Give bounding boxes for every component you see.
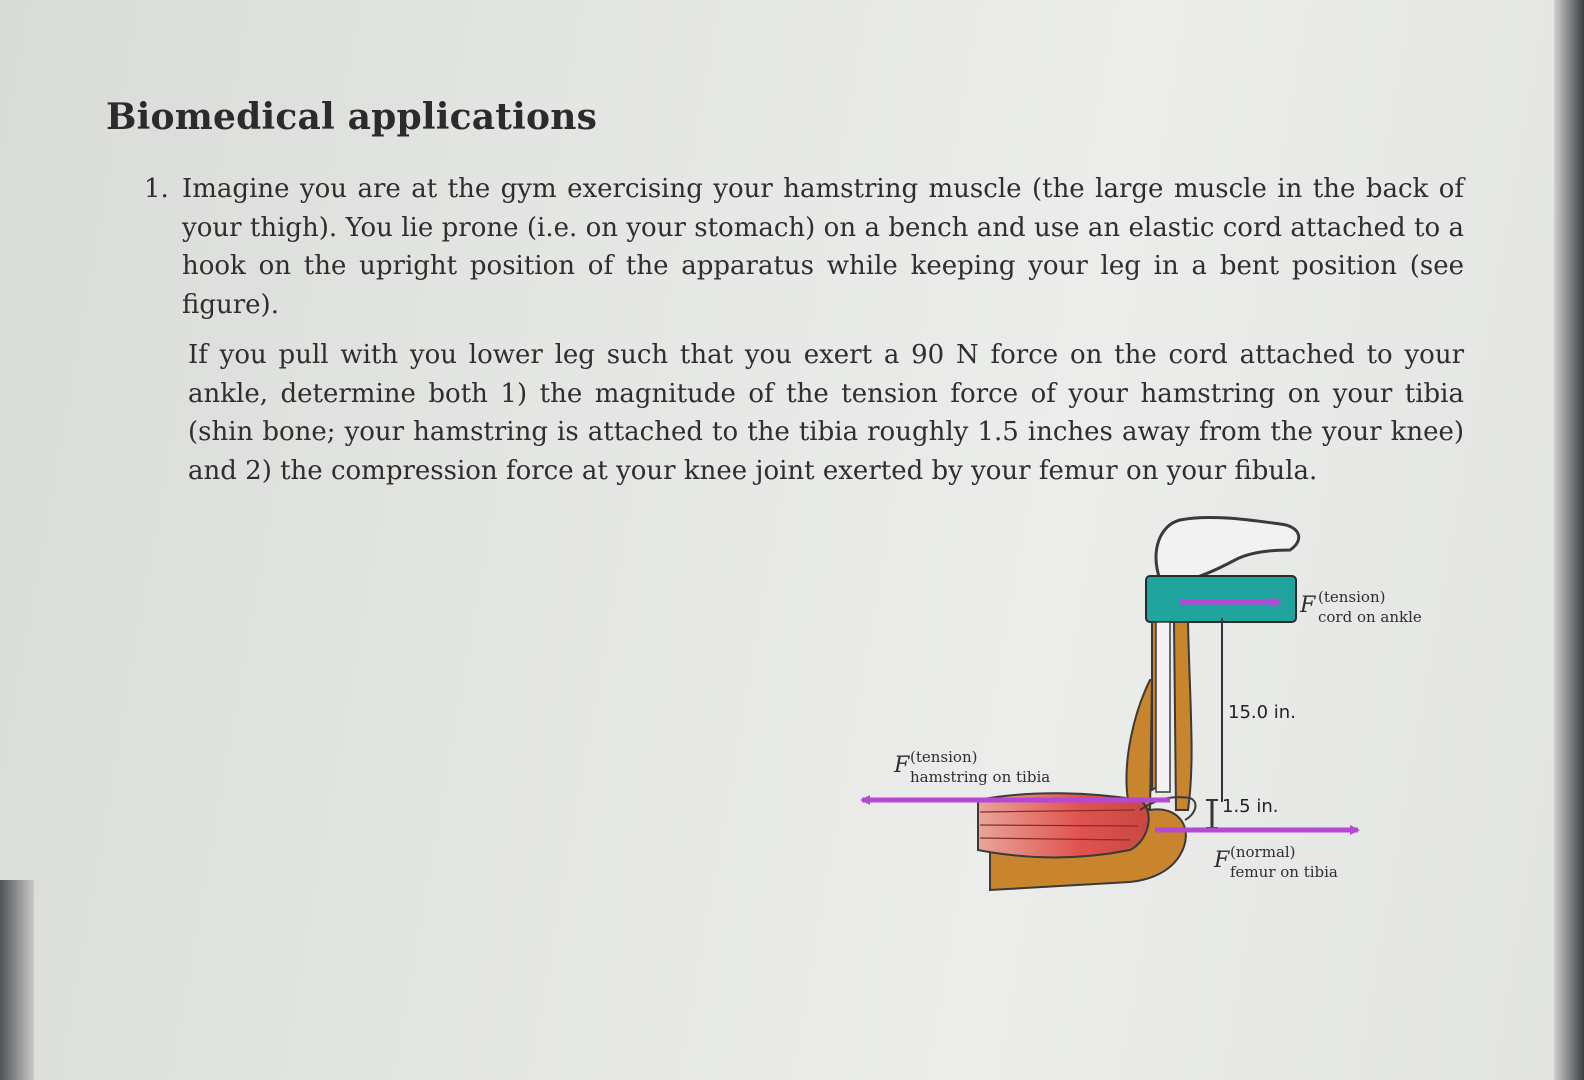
knee-tendon xyxy=(1139,796,1197,821)
long-distance-label: 15.0 in. xyxy=(1228,702,1296,723)
svg-text:cord on ankle: cord on ankle xyxy=(1318,608,1422,626)
svg-text:F: F xyxy=(1299,593,1316,618)
problem-1: 1. Imagine you are at the gym exercising… xyxy=(144,170,1464,502)
calf xyxy=(1125,679,1154,812)
svg-text:(normal): (normal) xyxy=(1230,843,1296,861)
problem-paragraph-1: Imagine you are at the gym exercising yo… xyxy=(182,174,1464,320)
svg-text:(tension): (tension) xyxy=(910,748,977,766)
monitor-bezel-left xyxy=(0,880,34,1080)
svg-text:F: F xyxy=(893,753,910,778)
cord-force-label: F (tension) cord on ankle xyxy=(1299,588,1422,626)
hamstring-force-label: F (tension) hamstring on tibia xyxy=(893,748,1050,786)
leg-force-diagram: 15.0 in. 1.5 in. F (tension) cord on ank… xyxy=(860,515,1422,892)
fibula xyxy=(1172,621,1193,811)
normal-force-label: F (normal) femur on tibia xyxy=(1213,843,1338,881)
ankle-cuff xyxy=(1145,575,1297,623)
svg-text:femur on tibia: femur on tibia xyxy=(1230,863,1338,881)
short-distance-label: 1.5 in. xyxy=(1222,796,1278,817)
svg-text:hamstring on tibia: hamstring on tibia xyxy=(910,768,1050,786)
problem-number: 1. xyxy=(144,174,169,204)
problem-paragraph-2: If you pull with you lower leg such that… xyxy=(188,340,1464,486)
monitor-bezel-right xyxy=(1554,0,1584,1080)
section-heading: Biomedical applications xyxy=(106,96,598,138)
muscle-fibers xyxy=(979,809,1139,841)
svg-text:F: F xyxy=(1213,848,1230,873)
foot xyxy=(1154,515,1301,584)
svg-text:(tension): (tension) xyxy=(1318,588,1385,606)
shin-inner xyxy=(1155,621,1171,793)
